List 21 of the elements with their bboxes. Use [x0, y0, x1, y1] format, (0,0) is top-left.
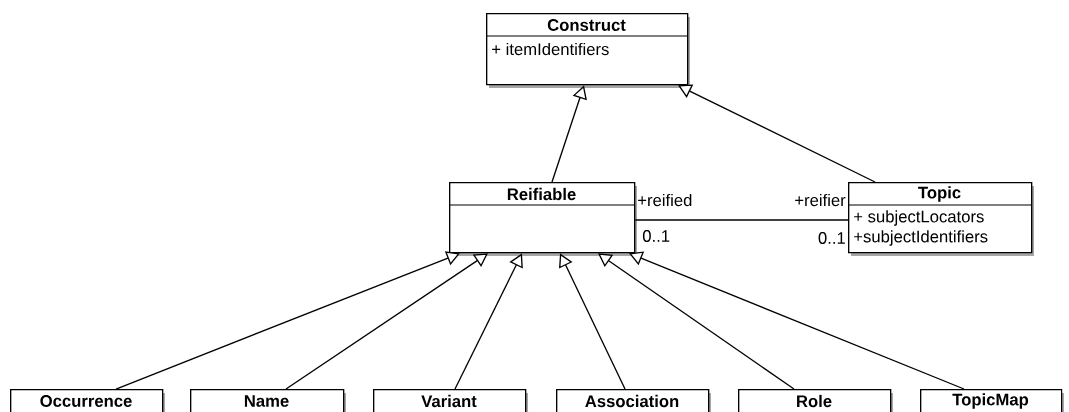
- class-box: Variant: [373, 389, 528, 412]
- class-box: Topic + subjectLocators +subjectIdentifiers: [847, 182, 1034, 256]
- class-box: TopicMap: [920, 389, 1064, 412]
- generalization-arrow: [115, 251, 460, 390]
- class-box: Association: [556, 389, 711, 412]
- generalization-arrow: [559, 253, 626, 390]
- class-box: Role: [738, 389, 893, 412]
- generalization-arrow: [598, 253, 795, 390]
- generalization-arrow: [454, 253, 523, 390]
- class-box: Name: [190, 389, 346, 412]
- association-line: [634, 219, 849, 221]
- class-box: Reifiable: [448, 182, 637, 256]
- generalization-arrow: [285, 253, 488, 390]
- role-label: 0..1: [818, 232, 845, 244]
- class-box: Construct + itemIdentifiers: [485, 13, 690, 88]
- role-label: +reified: [638, 193, 692, 207]
- generalization-arrow: [629, 251, 965, 390]
- role-label: +reifier: [795, 193, 846, 207]
- generalization-arrow: [678, 84, 876, 183]
- class-box: Occurrence: [10, 389, 165, 412]
- role-label: 0..1: [642, 230, 670, 242]
